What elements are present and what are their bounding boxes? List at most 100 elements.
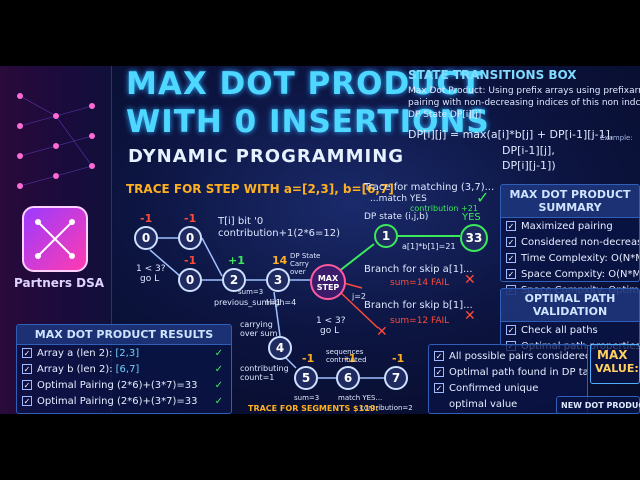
graph-node: 0 — [178, 226, 202, 250]
trace-bottom-label: TRACE FOR SEGMENTS $119: — [248, 404, 379, 413]
max-step-node: MAX STEP — [310, 264, 346, 300]
dna-logo-icon — [22, 206, 88, 272]
contrib2-label: contribution=2 — [360, 404, 413, 412]
graph-node: 7 — [384, 366, 408, 390]
cross-icon: ✕ — [464, 308, 476, 324]
checkbox-icon: ✓ — [506, 237, 516, 247]
result-row: ✓Optimal Pairing (2*6)+(3*7)=33✓ — [22, 379, 223, 391]
check-item: ✓Optimal path found in DP table — [434, 366, 587, 378]
graph-node-result: 33 — [460, 224, 488, 252]
summary-item: ✓Space Compxity: O(N*M) (DP — [506, 268, 639, 280]
lt3-label-2: 1 < 3? — [316, 316, 346, 326]
contribution-21: contribution +21 — [410, 204, 478, 213]
result-row: ✓Array b (len 2):[6,7]✓ — [22, 363, 223, 375]
skip-a-label: Branch for skip a[1]... — [364, 264, 473, 275]
lt3-label: 1 < 3? — [136, 264, 166, 274]
neural-net-icon — [17, 93, 95, 189]
example-label: Example: — [600, 134, 633, 142]
go-l-label-2: go L — [320, 326, 340, 336]
formula-line-1: DP[i][j] = max(a[i]*b[j] + DP[i-1][j-1], — [408, 128, 614, 141]
summary-item: ✓Time Complexity: O(N*M) — [506, 252, 639, 264]
node-weight: -1 — [140, 212, 153, 225]
graph-node: 0 — [134, 226, 158, 250]
summary-box: MAX DOT PRODUCT SUMMARY ✓Maximized pairi… — [500, 184, 640, 296]
match-yes-2: match YES... — [338, 394, 383, 402]
t-label: T[i] bit '0 — [218, 216, 264, 227]
dp-state-ijb: DP state (i,j,b) — [364, 212, 429, 222]
check-item: ✓Confirmed unique — [434, 382, 539, 394]
checkbox-icon: ✓ — [506, 269, 516, 279]
contrib-count-label: contributing count=1 — [240, 364, 289, 382]
checkbox-icon: ✓ — [22, 364, 32, 374]
skip-a-sum: sum=14 FAIL — [390, 278, 450, 288]
state-box-line-2: pairing with non-decreasing indices of t… — [408, 98, 640, 108]
node-weight: -1 — [184, 254, 197, 267]
check-icon: ✓ — [476, 188, 490, 207]
skip-b-sum: sum=12 FAIL — [390, 316, 450, 326]
check-item: ✓All possible pairs considered — [434, 350, 587, 362]
formula-line-3: DP[i][j-1]) — [502, 159, 556, 172]
dp-graph-edges — [149, 235, 460, 379]
check-icon: ✓ — [214, 395, 223, 407]
contribution-label: contribution+1(2*6=12) — [218, 228, 340, 239]
checkbox-icon: ✓ — [506, 253, 516, 263]
state-box-line-3: DP State DP[i][j] — [408, 110, 482, 120]
bottom-letterbox — [0, 414, 640, 480]
graph-node: 5 — [294, 366, 318, 390]
check-item: optimal value — [449, 398, 518, 410]
state-box-line-1: Max Dot Product: Using prefix arrays usi… — [408, 86, 640, 96]
cross-icon: ✕ — [376, 324, 388, 340]
title-line-2: WITH 0 INSERTIONS — [126, 104, 490, 140]
checkbox-icon: ✓ — [22, 396, 32, 406]
results-title: MAX DOT PRODUCT RESULTS — [17, 325, 231, 345]
yes-label: YES — [462, 212, 481, 223]
sum3-label-2: sum=3 — [294, 394, 320, 402]
high-label: High=4 — [266, 298, 297, 307]
node-weight: 14 — [272, 254, 288, 267]
node-weight: -1 — [184, 212, 197, 225]
checkbox-icon: ✓ — [434, 383, 444, 393]
summary-title: MAX DOT PRODUCT SUMMARY — [501, 185, 639, 218]
graph-node: 1 — [374, 224, 398, 248]
check-icon: ✓ — [214, 379, 223, 391]
checkbox-icon: ✓ — [22, 348, 32, 358]
skip-b-label: Branch for skip b[1]... — [364, 300, 473, 311]
check-icon: ✓ — [214, 363, 223, 375]
check-icon: ✓ — [214, 347, 223, 359]
infographic: Partners DSA MAX DOT PRODUCT WITH 0 INSE… — [0, 66, 640, 414]
node-weight: +1 — [228, 254, 245, 267]
top-letterbox — [0, 0, 640, 66]
seq-label: sequences contributed — [326, 348, 367, 364]
dp-state-label: DP State Carry over — [290, 252, 321, 276]
optimal-path-box: OPTIMAL PATH VALIDATION ✓Check all paths… — [500, 288, 640, 352]
trace-heading: TRACE FOR STEP WITH a=[2,3], b=[6,7] — [126, 182, 394, 196]
summary-item: ✓Considered non-decreasing indi — [506, 236, 639, 248]
node-weight: -1 — [392, 352, 405, 365]
graph-node: 2 — [222, 268, 246, 292]
result-row: ✓Array a (len 2):[2,3]✓ — [22, 347, 223, 359]
formula-line-2: DP[i-1][j], — [502, 144, 555, 157]
result-row: ✓Optimal Pairing (2*6)+(3*7)=33✓ — [22, 395, 223, 407]
summary-item: ✓Maximized pairing — [506, 220, 613, 232]
graph-node: 6 — [336, 366, 360, 390]
checkbox-icon: ✓ — [506, 221, 516, 231]
graph-node: 0 — [178, 268, 202, 292]
max-value-box: MAX VALUE: — [590, 344, 640, 384]
checkbox-icon: ✓ — [434, 367, 444, 377]
graph-node: 3 — [266, 268, 290, 292]
state-box-title: STATE TRANSITIONS BOX — [408, 68, 577, 82]
cross-icon: ✕ — [464, 272, 476, 288]
j2-label: j=2 — [352, 292, 367, 301]
match-label: Trace for matching (3,7)... — [364, 182, 495, 193]
checkbox-icon: ✓ — [22, 380, 32, 390]
match-yes-label: ...match YES — [370, 194, 427, 204]
node-weight: -1 — [302, 352, 315, 365]
go-l-label: go L — [140, 274, 160, 284]
a1b1-label: a[1]*b[1]=21 — [402, 242, 456, 251]
results-box: MAX DOT PRODUCT RESULTS ✓Array a (len 2)… — [16, 324, 232, 414]
optimal-title: OPTIMAL PATH VALIDATION — [501, 289, 639, 322]
carry-label: carrying over sum — [240, 320, 278, 338]
prev-sum-label: previous_sum=1 — [214, 298, 282, 307]
optimal-item: ✓Check all paths — [506, 324, 598, 336]
sum-label: sum=3 — [238, 288, 264, 296]
